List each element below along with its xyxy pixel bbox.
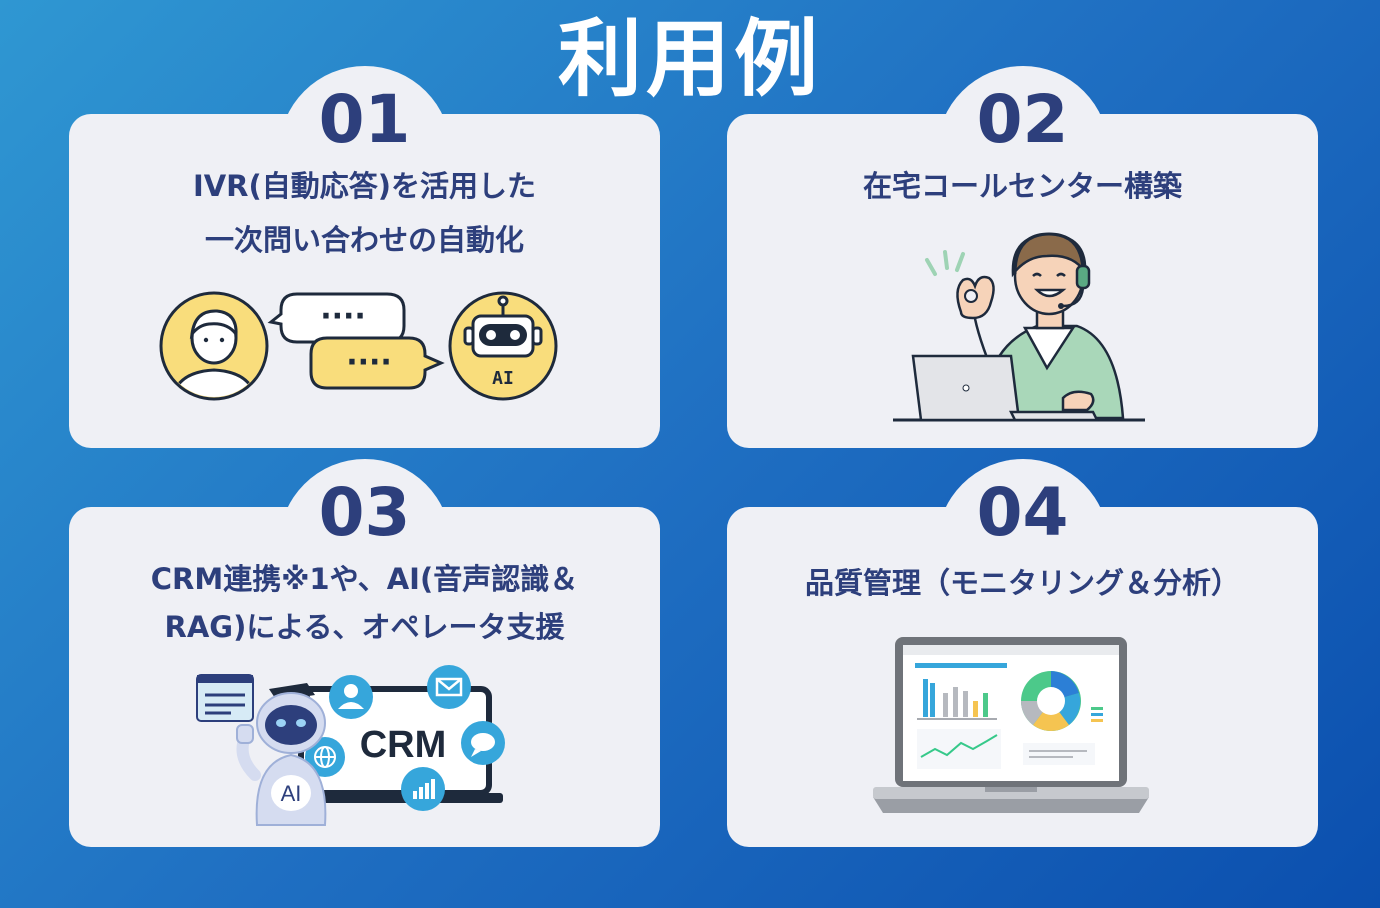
use-case-card-02: 02 在宅コールセンター構築 (727, 66, 1318, 448)
document-window-icon (196, 674, 254, 722)
card-number: 01 (318, 81, 411, 158)
chat-icon (461, 721, 505, 765)
use-case-card-03: 03 CRM連携※1や、AI(音声認識＆ RAG)による、オペレータ支援 CRM (69, 459, 660, 847)
globe-icon (305, 737, 345, 777)
remote-operator-illustration (893, 232, 1145, 422)
robot-ai-label: AI (281, 781, 302, 806)
person-icon (159, 291, 269, 401)
card-number: 02 (976, 81, 1069, 158)
use-case-card-01: 01 IVR(自動応答)を活用した 一次問い合わせの自動化 ···· ···· (69, 66, 660, 448)
card-number: 04 (976, 474, 1069, 551)
chart-icon (401, 767, 445, 811)
card-description-line-2: 一次問い合わせの自動化 (204, 223, 524, 257)
bubble-left-dots: ···· (320, 299, 366, 334)
crm-label: CRM (360, 724, 447, 766)
card-description-line-1: 品質管理（モニタリング＆分析） (804, 566, 1240, 600)
card-description-line-1: 在宅コールセンター構築 (862, 169, 1182, 203)
card-description-line-1: IVR(自動応答)を活用した (192, 169, 537, 203)
card-description-line-2: RAG)による、オペレータ支援 (164, 610, 565, 644)
robot-ai-label: AI (492, 368, 514, 389)
use-case-card-04: 04 品質管理（モニタリング＆分析） (727, 459, 1318, 847)
mail-icon (427, 665, 471, 709)
robot-icon: AI (448, 291, 558, 401)
bubble-right-dots: ···· (346, 345, 392, 380)
dashboard-line-chart (917, 729, 1001, 769)
ok-hand-icon (956, 275, 995, 369)
sparkle-icon (925, 250, 965, 276)
card-description-line-1: CRM連携※1や、AI(音声認識＆ (150, 562, 579, 596)
operator-hand (1061, 390, 1095, 412)
laptop-icon (911, 354, 1100, 422)
page-title: 利用例 (557, 10, 822, 108)
operator-head (1011, 232, 1087, 316)
speech-bubble-icon: ···· (267, 292, 406, 344)
card-number: 03 (318, 474, 411, 551)
headset-icon (1013, 232, 1091, 309)
crm-assist-illustration: CRM (196, 665, 505, 826)
speech-bubble-icon: ···· (309, 336, 445, 390)
ai-robot-icon: AI (236, 683, 327, 826)
user-icon (329, 675, 373, 719)
ivr-illustration: ···· ···· AI (159, 291, 558, 401)
dashboard-pie-chart (1021, 671, 1103, 765)
laptop-icon (873, 637, 1149, 813)
dashboard-bar-chart (915, 663, 1007, 720)
monitoring-laptop-illustration (873, 637, 1149, 813)
